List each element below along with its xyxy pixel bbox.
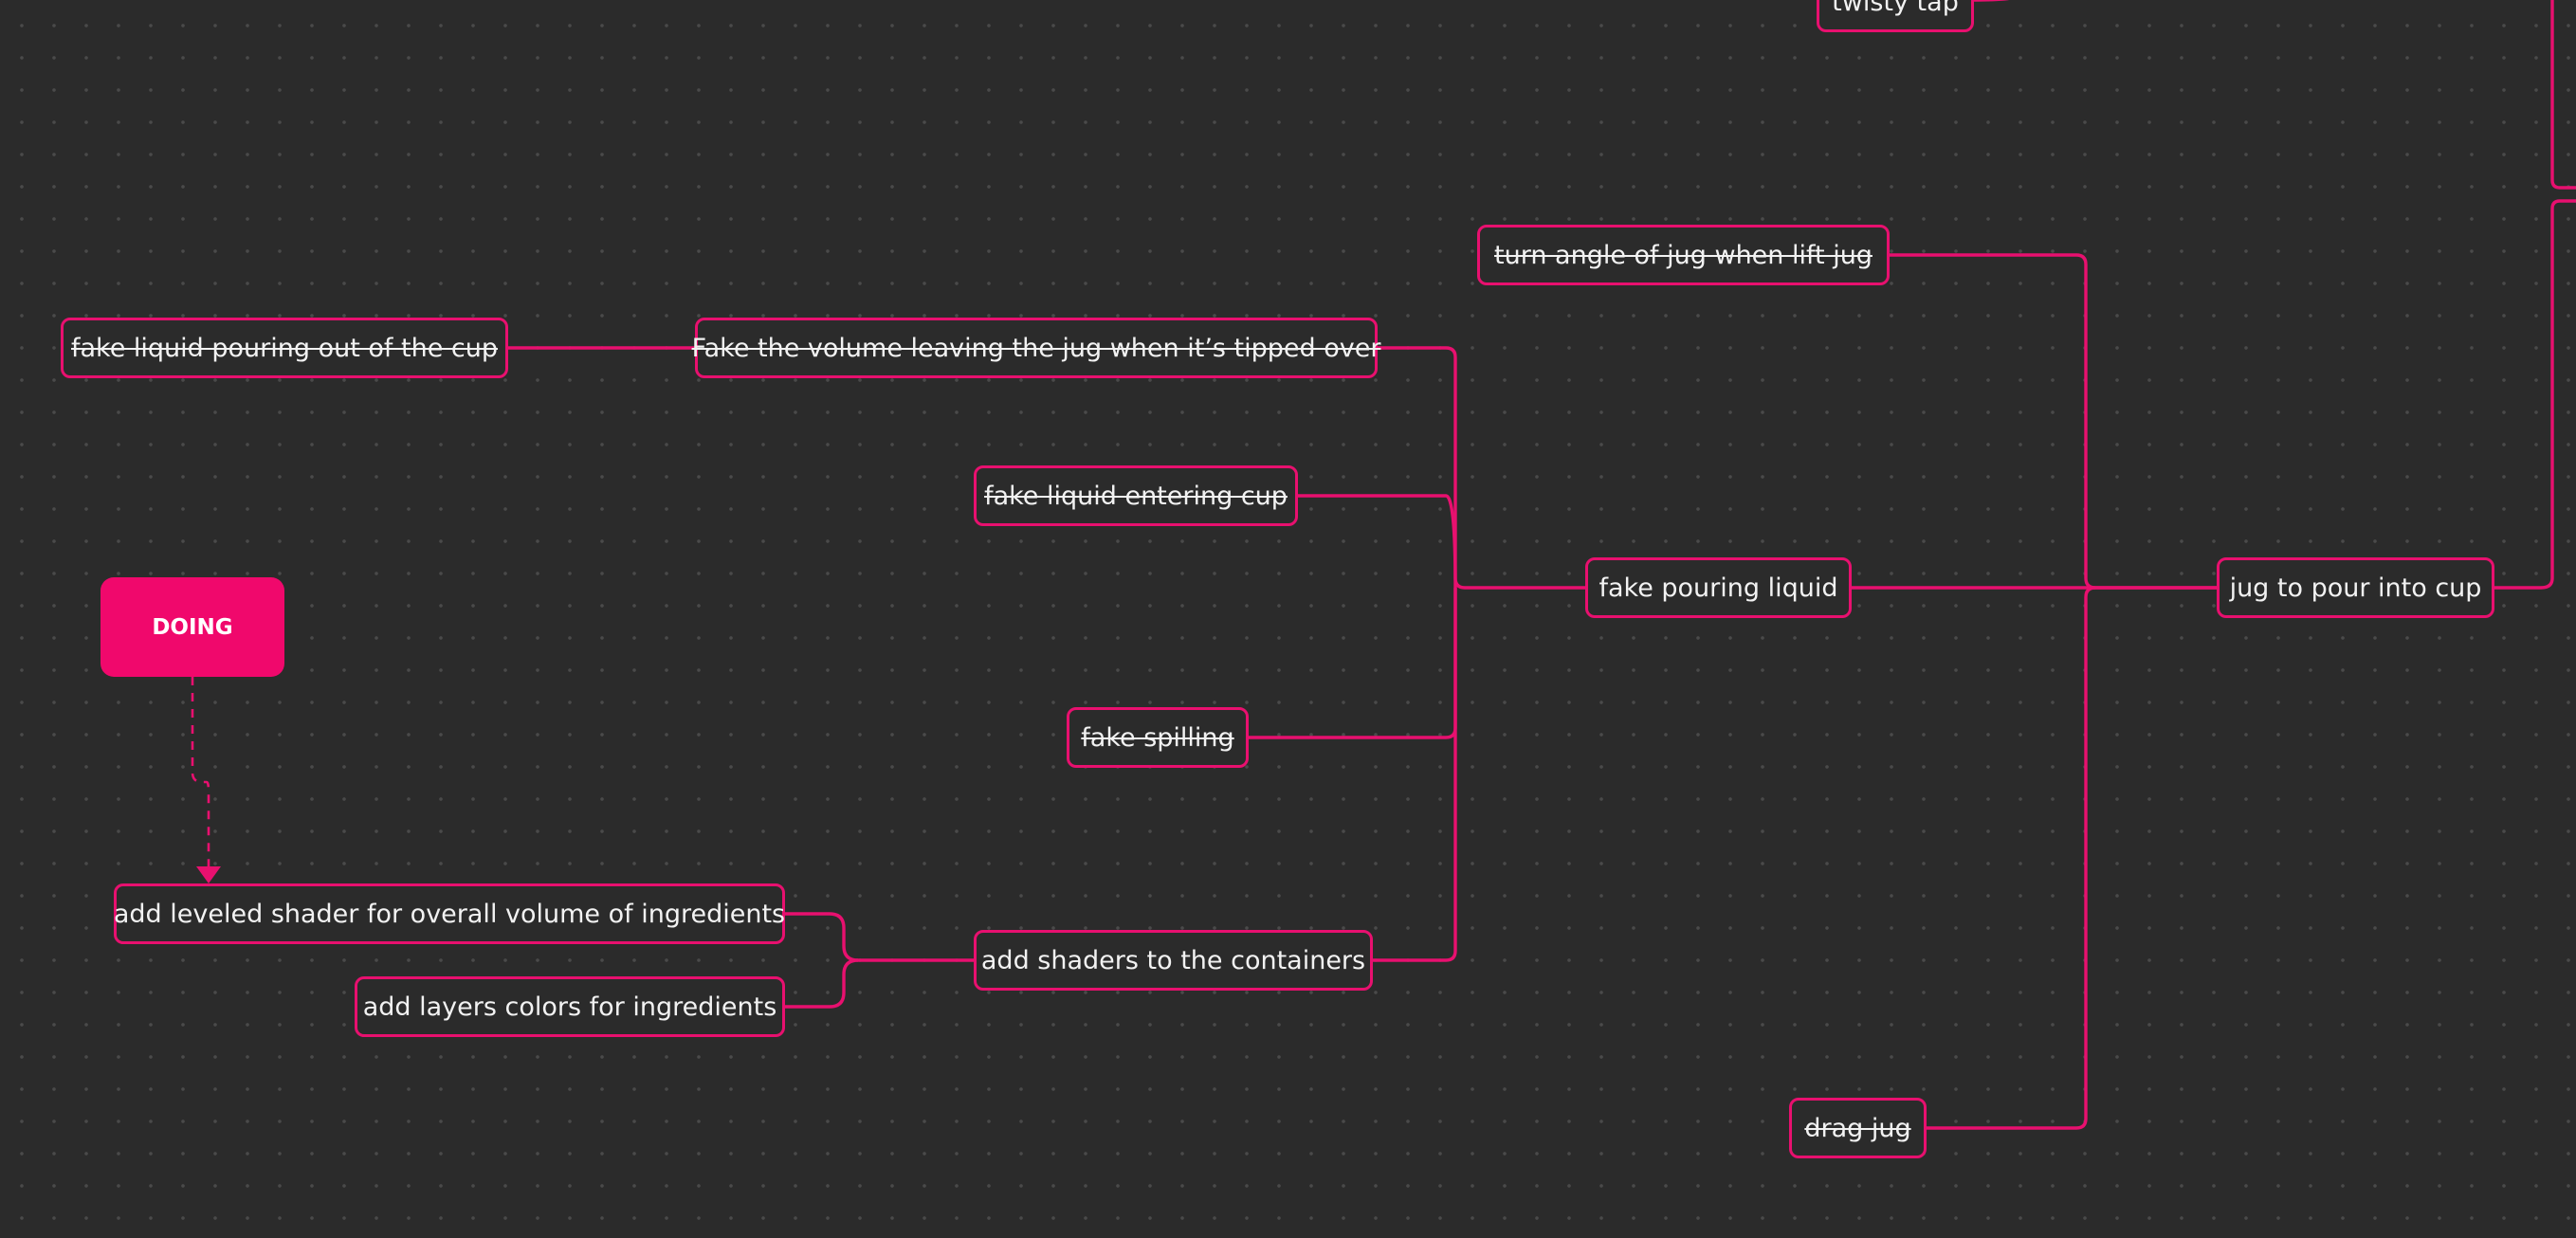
node-fake-volume[interactable]: Fake the volume leaving the jug when it’… <box>691 318 1381 378</box>
node-shaders-containers[interactable]: add shaders to the containers <box>974 930 1373 991</box>
node-shaders-containers-label: add shaders to the containers <box>980 945 1366 975</box>
connector-layers-colors <box>784 958 859 1009</box>
node-drag-jug[interactable]: drag jug <box>1789 1098 1927 1158</box>
node-fake-spilling[interactable]: fake spilling <box>1067 707 1249 768</box>
node-fake-liquid-out[interactable]: fake liquid pouring out of the cup <box>61 318 508 378</box>
sticky-note-doing-label: DOING <box>152 614 233 640</box>
connector-fake-spilling <box>1248 588 1457 739</box>
node-fake-volume-label: Fake the volume leaving the jug when it’… <box>691 333 1381 363</box>
doing-arrow-head <box>196 866 221 883</box>
node-fake-entering-label: fake liquid entering cup <box>984 481 1288 511</box>
node-leveled-shader[interactable]: add leveled shader for overall volume of… <box>114 883 785 944</box>
connector-turn-angle <box>1889 253 2219 590</box>
connector-right-lower <box>2494 199 2576 590</box>
node-jug-to-pour-label: jug to pour into cup <box>2229 573 2482 603</box>
node-turn-angle-label: turn angle of jug when lift jug <box>1494 240 1873 270</box>
node-fake-pouring-label: fake pouring liquid <box>1599 573 1838 603</box>
doing-dashed-connector <box>191 677 210 872</box>
node-fake-entering[interactable]: fake liquid entering cup <box>974 465 1298 526</box>
node-fake-liquid-out-label: fake liquid pouring out of the cup <box>71 333 498 363</box>
node-fake-spilling-label: fake spilling <box>1081 722 1234 753</box>
node-turn-angle[interactable]: turn angle of jug when lift jug <box>1477 225 1890 285</box>
node-layers-colors-label: add layers colors for ingredients <box>362 992 777 1022</box>
connector-shaders-containers <box>1372 588 1457 962</box>
node-leveled-shader-label: add leveled shader for overall volume of… <box>113 899 786 929</box>
sticky-note-doing[interactable]: DOING <box>100 577 284 677</box>
node-twisty-tap[interactable]: twisty tap <box>1817 0 1974 32</box>
node-layers-colors[interactable]: add layers colors for ingredients <box>355 976 785 1037</box>
connector-right-upper <box>2550 0 2576 190</box>
connector-fake-entering <box>1297 494 1457 589</box>
connector-leveled-shader <box>784 912 974 962</box>
node-drag-jug-label: drag jug <box>1804 1113 1911 1143</box>
node-twisty-tap-label: twisty tap <box>1832 0 1959 17</box>
connector-drag-jug <box>1925 586 2096 1130</box>
node-jug-to-pour[interactable]: jug to pour into cup <box>2217 557 2494 618</box>
connector-fake-volume <box>1377 346 1585 590</box>
node-fake-pouring[interactable]: fake pouring liquid <box>1585 557 1852 618</box>
